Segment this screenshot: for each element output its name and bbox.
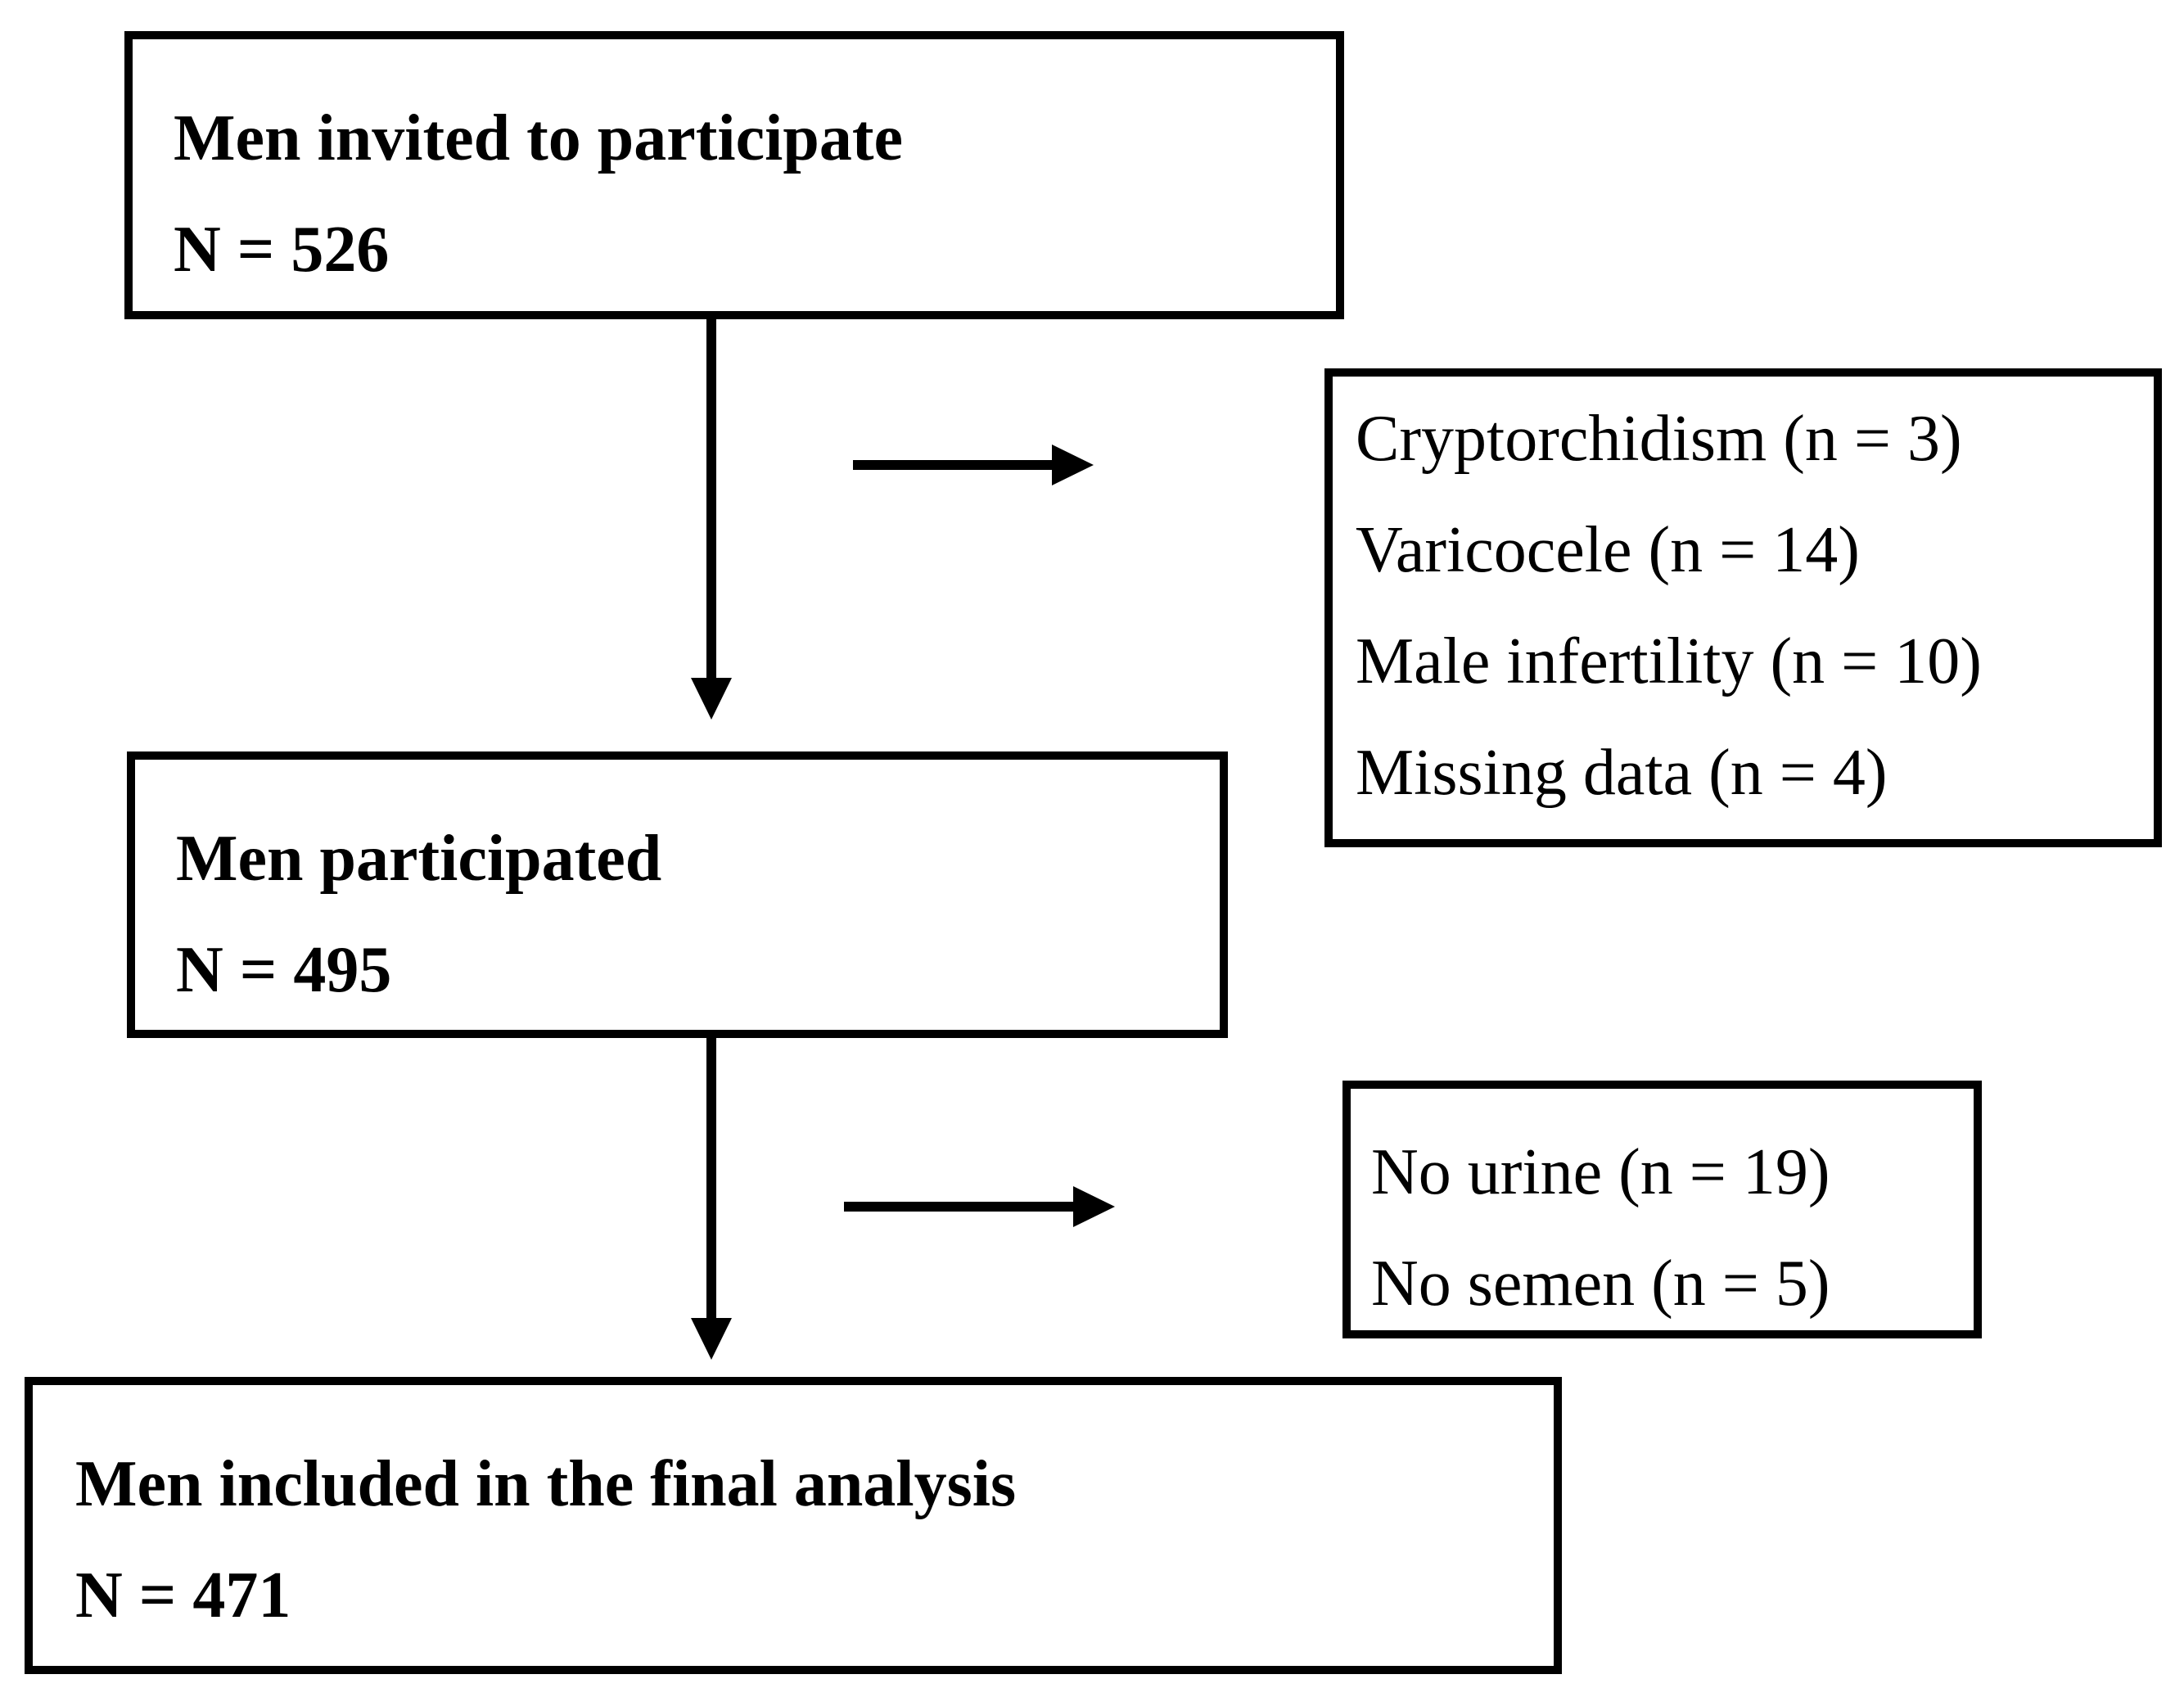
right-arrow-2-shaft [844, 1202, 1073, 1212]
box-final-analysis: Men included in the final analysis N = 4… [25, 1377, 1562, 1674]
box-participated: Men participated N = 495 [127, 751, 1228, 1038]
exclusion-item-male-infertility: Male infertility (n = 10) [1356, 625, 1982, 697]
right-arrow-1-shaft [853, 460, 1052, 470]
box-participated-title: Men participated [176, 823, 662, 895]
down-arrow-1-shaft [706, 319, 716, 678]
right-arrowhead-2-icon [1073, 1186, 1115, 1227]
box-exclusions-stage2: No urine (n = 19) No semen (n = 5) [1342, 1081, 1982, 1338]
box-exclusions-stage1: Cryptorchidism (n = 3) Varicocele (n = 1… [1324, 368, 2162, 847]
box-invited-title: Men invited to participate [174, 102, 903, 174]
down-arrowhead-2-icon [691, 1318, 732, 1360]
right-arrowhead-1-icon [1052, 445, 1094, 485]
box-participated-count: N = 495 [176, 934, 392, 1006]
exclusion-item-cryptorchidism: Cryptorchidism (n = 3) [1356, 403, 1962, 475]
down-arrow-2-shaft [706, 1038, 716, 1318]
box-final-analysis-title: Men included in the final analysis [75, 1448, 1017, 1520]
exclusion-item-missing-data: Missing data (n = 4) [1356, 737, 1888, 809]
box-invited-count: N = 526 [174, 214, 390, 286]
box-final-analysis-count: N = 471 [75, 1559, 291, 1632]
box-invited: Men invited to participate N = 526 [124, 31, 1344, 319]
exclusion-item-no-semen: No semen (n = 5) [1371, 1248, 1830, 1320]
exclusion-item-varicocele: Varicocele (n = 14) [1356, 514, 1860, 586]
down-arrowhead-1-icon [691, 678, 732, 720]
exclusion-item-no-urine: No urine (n = 19) [1371, 1136, 1830, 1208]
